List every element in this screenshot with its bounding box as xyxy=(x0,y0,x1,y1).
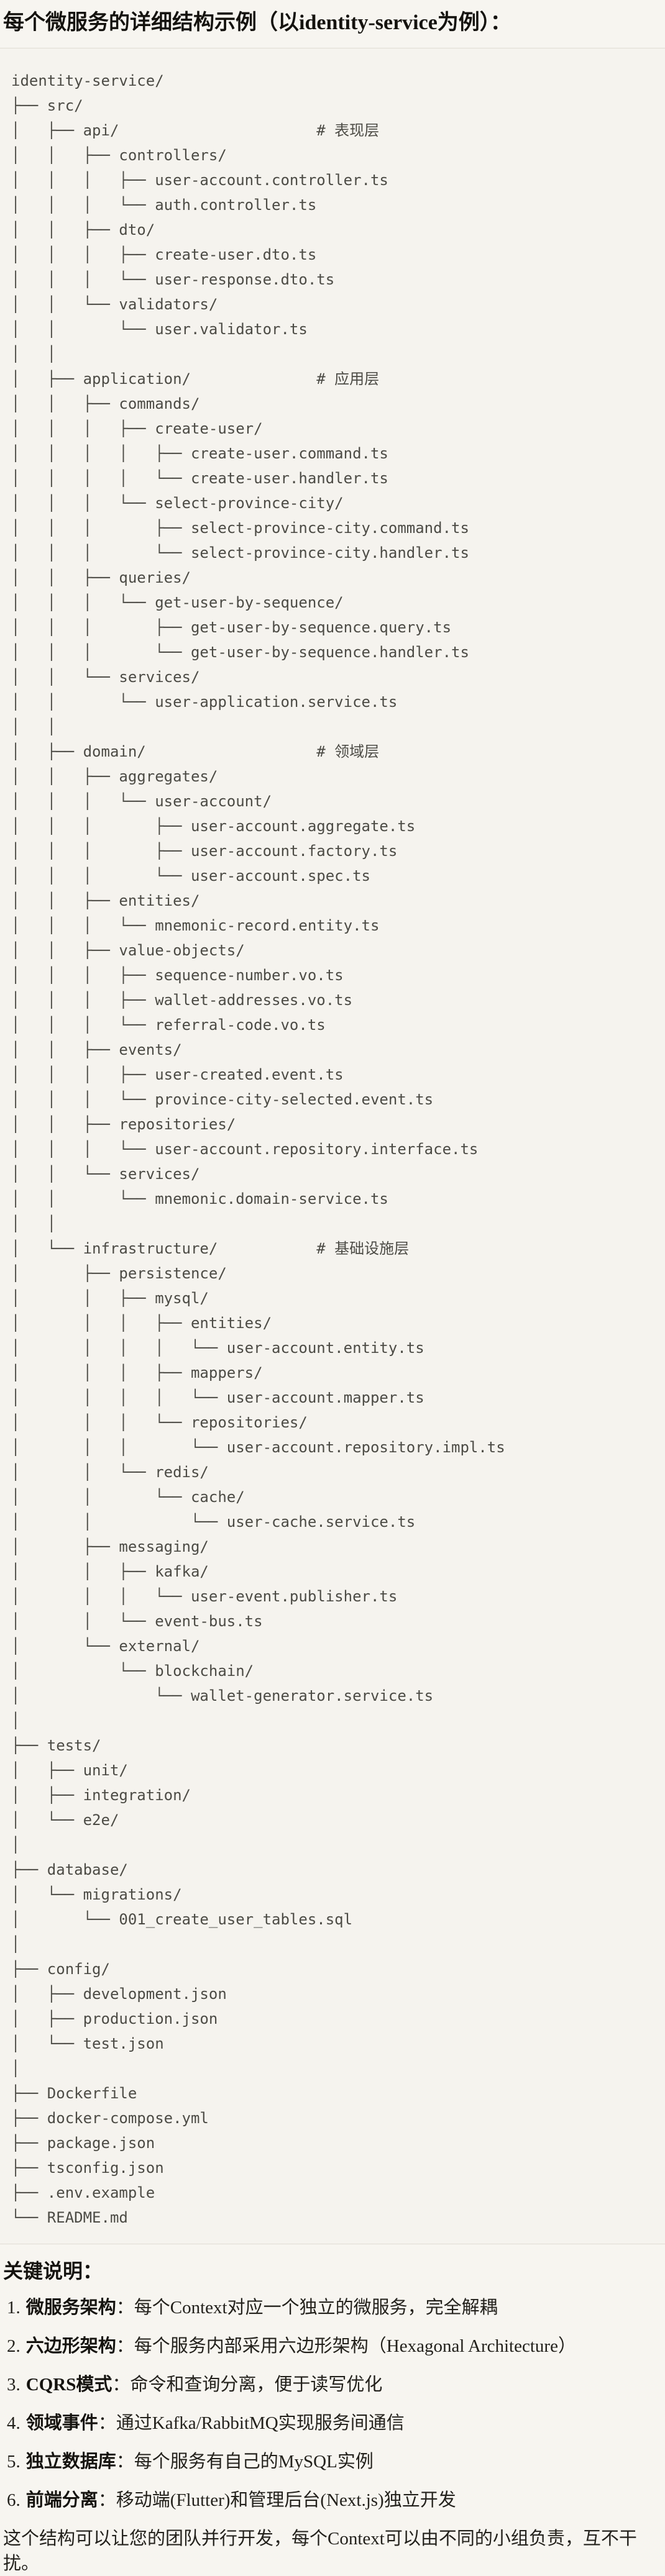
note-number: 2. xyxy=(7,2336,21,2356)
note-number: 6. xyxy=(7,2490,21,2510)
note-item: 2.六边形架构：每个服务内部采用六边形架构（Hexagonal Architec… xyxy=(7,2334,662,2359)
note-text: ：每个服务内部采用六边形架构（Hexagonal Architecture） xyxy=(116,2336,576,2356)
note-item: 1.微服务架构：每个Context对应一个独立的微服务，完全解耦 xyxy=(7,2295,662,2320)
note-number: 5. xyxy=(7,2452,21,2472)
note-text: ：每个服务有自己的MySQL实例 xyxy=(116,2452,374,2472)
note-item: 3.CQRS模式：命令和查询分离，便于读写优化 xyxy=(7,2372,662,2397)
title-section: 每个微服务的详细结构示例（以identity-service为例）： xyxy=(0,9,665,37)
note-label: 前端分离 xyxy=(25,2490,98,2510)
note-text: ：每个Context对应一个独立的微服务，完全解耦 xyxy=(116,2298,498,2318)
notes-section: 关键说明： 1.微服务架构：每个Context对应一个独立的微服务，完全解耦 2.… xyxy=(0,2258,665,2576)
note-number: 3. xyxy=(7,2375,21,2395)
note-item: 5.独立数据库：每个服务有自己的MySQL实例 xyxy=(7,2449,662,2474)
note-label: CQRS模式 xyxy=(25,2375,112,2395)
note-item: 6.前端分离：移动端(Flutter)和管理后台(Next.js)独立开发 xyxy=(7,2488,662,2513)
page-title: 每个微服务的详细结构示例（以identity-service为例）： xyxy=(3,11,511,34)
directory-tree-code-block: identity-service/ ├── src/ │ ├── api/ # … xyxy=(0,48,665,2244)
note-text: ：通过Kafka/RabbitMQ实现服务间通信 xyxy=(98,2413,405,2433)
note-text: ：移动端(Flutter)和管理后台(Next.js)独立开发 xyxy=(98,2490,456,2510)
note-label: 微服务架构 xyxy=(25,2298,116,2318)
notes-heading: 关键说明： xyxy=(3,2260,103,2282)
note-number: 1. xyxy=(7,2298,21,2318)
document: 每个微服务的详细结构示例（以identity-service为例）： ident… xyxy=(0,9,665,2576)
note-label: 独立数据库 xyxy=(25,2452,116,2472)
note-item: 4.领域事件：通过Kafka/RabbitMQ实现服务间通信 xyxy=(7,2411,662,2436)
closing-paragraph: 这个结构可以让您的团队并行开发，每个Context可以由不同的小组负责，互不干扰… xyxy=(3,2529,637,2574)
note-text: ：命令和查询分离，便于读写优化 xyxy=(112,2375,383,2395)
note-label: 六边形架构 xyxy=(25,2336,116,2356)
note-label: 领域事件 xyxy=(25,2413,98,2433)
directory-tree: identity-service/ ├── src/ │ ├── api/ # … xyxy=(11,72,505,2226)
note-number: 4. xyxy=(7,2413,21,2433)
